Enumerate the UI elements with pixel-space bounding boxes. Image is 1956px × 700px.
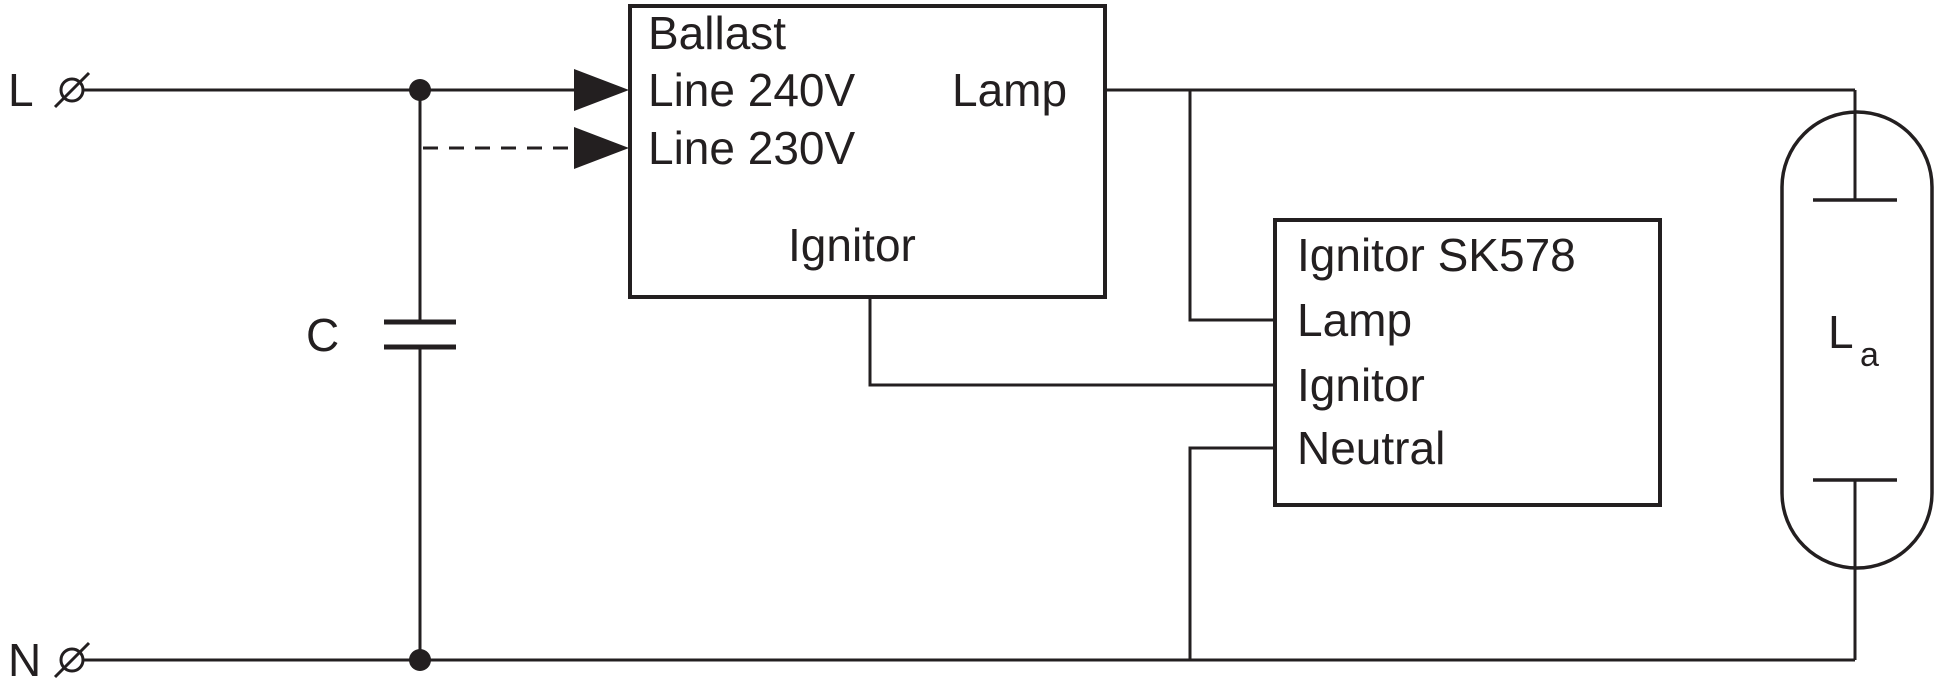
ballast-lamp-terminal-label: Lamp: [952, 64, 1067, 116]
ballast-line-240v-label: Line 240V: [648, 64, 855, 116]
ignitor-box: [1273, 218, 1662, 507]
lamp-symbol: [1780, 110, 1934, 570]
line-230v-arrow-icon: [574, 127, 629, 169]
capacitor-label: C: [306, 309, 339, 361]
ignitor-neutral-terminal-label: Neutral: [1297, 422, 1445, 474]
line-terminal-icon: [53, 71, 91, 109]
ballast-box: [628, 4, 1107, 299]
ballast-ignitor-terminal-label: Ignitor: [788, 219, 916, 271]
lamp-label: L: [1828, 306, 1854, 358]
neutral-terminal-icon: [53, 641, 91, 679]
ballast-title: Ballast: [648, 7, 786, 59]
lamp-label-subscript: a: [1860, 336, 1879, 374]
ignitor-title: Ignitor SK578: [1297, 229, 1576, 281]
ignitor-lamp-branch-wire: [1188, 90, 1275, 322]
capacitor-icon: [384, 319, 456, 350]
neutral-terminal-label: N: [8, 634, 41, 686]
ignitor-neutral-wire: [1188, 446, 1275, 660]
line-240v-arrow-icon: [574, 69, 629, 111]
ballast-line-230v-label: Line 230V: [648, 122, 855, 174]
ballast-ignitor-wire: [868, 297, 1275, 387]
line-terminal-label: L: [8, 64, 34, 116]
ignitor-lamp-terminal-label: Lamp: [1297, 294, 1412, 346]
ignitor-ignitor-terminal-label: Ignitor: [1297, 359, 1425, 411]
